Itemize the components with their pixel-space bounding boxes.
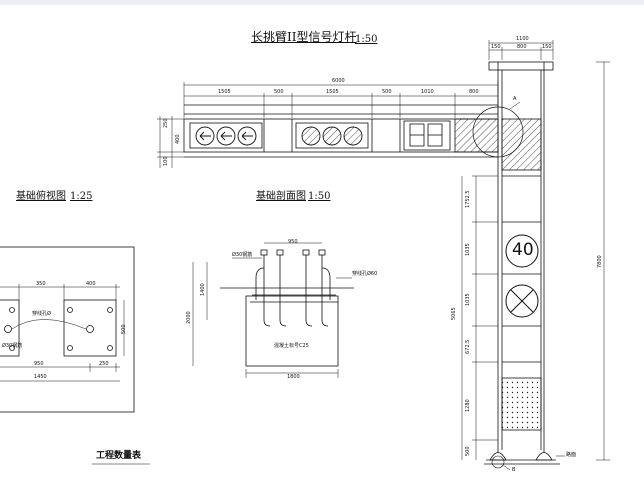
section-concrete-label: 混凝土标号C25 [274, 343, 309, 349]
section-rebar-label: Ø30钢筋 [232, 252, 253, 258]
plan-title-scale: 1:25 [70, 191, 93, 202]
plan-dim-right: 400 [86, 281, 96, 287]
section-title-scale: 1:50 [308, 191, 331, 202]
detail-b-label: B [512, 467, 516, 473]
arm-dim-v-1: 250 [163, 118, 169, 128]
arm-dim-total: 6000 [332, 78, 345, 84]
signal-arm [157, 82, 499, 168]
main-title: 长挑臂II型信号灯杆 [251, 30, 357, 44]
pole-dim-total: 1100 [516, 36, 529, 42]
plan-pipe-label: 穿线孔Ø [32, 311, 51, 317]
pole-outer-total: 7800 [597, 255, 603, 268]
section-pipe-label: 穿线孔Ø60 [352, 271, 378, 277]
plan-title: 基础俯视图 [16, 191, 66, 202]
pole-side-dim-4: 672.5 [465, 339, 471, 354]
section-dim-top: 950 [288, 239, 298, 245]
arm-dim-seg-5: 1010 [421, 89, 434, 95]
foundation-plan [0, 246, 135, 413]
arrow-signal-lights [195, 126, 257, 146]
plan-rebar-label: Ø30钢筋 [2, 343, 23, 349]
quantity-table-title: 工程数量表 [96, 451, 142, 461]
plan-dim-bottom-b: 250 [99, 361, 109, 367]
arm-dim-v-2: 400 [175, 134, 181, 144]
arm-dim-seg-2: 500 [274, 89, 284, 95]
arm-dim-seg-6: 800 [469, 89, 479, 95]
pole-side-dim-1: 1752.5 [465, 190, 471, 209]
pole-side-dim-6: 500 [465, 446, 471, 456]
pole-inner-total: 5065 [451, 307, 457, 320]
section-title: 基础剖面图 [256, 191, 306, 202]
main-title-scale: 1:50 [355, 34, 378, 45]
plan-dim-left: 350 [36, 281, 46, 287]
section-dim-depth: 1400 [200, 283, 206, 296]
window-top-strip [0, 0, 644, 5]
speed-limit-sign: 40 [512, 240, 534, 260]
arm-dim-seg-4: 500 [382, 89, 392, 95]
arm-dim-v-3: 100 [163, 156, 169, 166]
pole-side-dim-5: 1280 [465, 399, 471, 412]
pole-dim-left: 150 [491, 44, 501, 50]
section-dim-total-depth: 2000 [186, 311, 192, 324]
round-signal-lights [301, 126, 363, 146]
plan-dim-bottom-a: 950 [34, 361, 44, 367]
pole-dim-mid: 800 [517, 44, 527, 50]
pole-side-dim-3: 1035 [465, 293, 471, 306]
detail-a-label: A [513, 96, 517, 102]
ground-label: 路面 [566, 452, 577, 458]
plan-dim-bottom-total: 1450 [34, 374, 47, 380]
pole-dim-right: 150 [542, 44, 552, 50]
signal-pole [461, 40, 610, 471]
foundation-section [192, 242, 354, 378]
pole-side-dim-2: 1035 [465, 243, 471, 256]
arm-dim-seg-1: 1505 [218, 89, 231, 95]
plan-dim-height: 500 [121, 324, 127, 334]
arm-dim-seg-3: 1505 [326, 89, 339, 95]
section-dim-base-width: 1800 [287, 374, 300, 380]
